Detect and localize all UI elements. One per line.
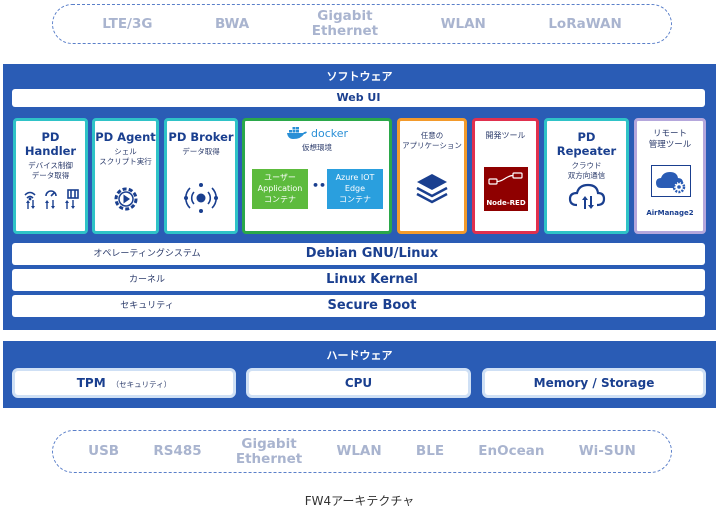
memory-storage-label: Memory / Storage [533,376,655,390]
io-gigabit-ethernet: Gigabit Ethernet [235,435,303,467]
memory-storage-box: Memory / Storage [482,368,706,398]
network-lorawan: LoRaWAN [548,15,622,32]
pd-handler-sub: デバイス制御 データ取得 [28,161,73,180]
network-bwa: BWA [214,15,250,32]
tpm-label: TPM [76,376,106,390]
kernel-layer-value: Linux Kernel [326,272,418,287]
apps-sub: 任意の アプリケーション [402,131,462,150]
azure-iot-edge-container: Azure IOT Edge コンテナ [327,169,383,209]
pd-repeater-title: PD Repeater [556,130,617,158]
pd-broker-card: PD Broker データ取得 [164,118,238,234]
network-wlan: WLAN [440,15,486,32]
io-usb: USB [88,443,120,459]
airmanage-tile [651,165,691,197]
cpu-box: CPU [246,368,471,398]
io-wlan: WLAN [336,443,382,459]
node-red-flow-icon [488,172,523,185]
os-layer-value: Debian GNU/Linux [305,246,439,261]
kernel-layer: カーネル Linux Kernel [12,269,705,291]
node-red-tile: Node-RED [484,167,528,211]
pd-broker-sub: データ取得 [182,147,220,156]
remote-management-card: リモート 管理ツール AirManage2 [634,118,706,234]
airmanage-label: AirManage2 [646,209,694,217]
device-control-icons [23,189,79,209]
pd-broker-title: PD Broker [168,130,234,144]
airmanage-cloud-gear-icon [655,172,685,194]
cpu-label: CPU [344,376,373,390]
io-enocean: EnOcean [478,443,545,459]
io-wi-sun: Wi-SUN [578,443,636,459]
bottom-network-row: USB RS485 Gigabit Ethernet WLAN BLE EnOc… [52,430,672,473]
network-lte: LTE/3G [102,15,153,32]
pd-agent-title: PD Agent [95,130,156,144]
docker-sub: 仮想環境 [302,143,332,152]
security-layer-value: Secure Boot [327,298,417,313]
container-separator-dots: •• [311,179,327,192]
os-layer: オペレーティングシステム Debian GNU/Linux [12,243,705,265]
io-ble: BLE [415,443,445,459]
hardware-title: ハードウェア [326,349,393,362]
tpm-box: TPM （セキュリティ） [12,368,236,398]
pd-handler-title: PD Handler [24,130,77,158]
docker-card: docker 仮想環境 ユーザー Application コンテナ •• Azu… [242,118,392,234]
devtools-card: 開発ツール Node-RED [472,118,539,234]
docker-whale-icon [286,127,307,139]
security-layer-label: セキュリティ [120,301,174,311]
software-title: ソフトウェア [326,70,393,83]
pd-repeater-sub: クラウド 双方向通信 [567,161,606,180]
cloud-sync-icon [568,183,605,209]
broker-signal-icon [184,183,218,213]
remote-management-title: リモート 管理ツール [648,129,692,150]
security-layer: セキュリティ Secure Boot [12,295,705,317]
pd-repeater-card: PD Repeater クラウド 双方向通信 [544,118,629,234]
pd-agent-sub: シェル スクリプト実行 [99,147,152,166]
pd-agent-card: PD Agent シェル スクリプト実行 [92,118,159,234]
node-red-label: Node-RED [486,199,526,207]
script-gear-icon [114,187,137,211]
io-rs485: RS485 [153,443,202,459]
layers-icon [416,174,448,204]
docker-logo-text: docker [310,126,349,140]
apps-card: 任意の アプリケーション [397,118,467,234]
figure-caption: FW4アーキテクチャ [304,494,415,508]
kernel-layer-label: カーネル [128,275,165,285]
pd-handler-card: PD Handler デバイス制御 データ取得 [13,118,88,234]
tpm-note: （セキュリティ） [111,380,172,389]
top-network-row: LTE/3G BWA Gigabit Ethernet WLAN LoRaWAN [52,4,672,44]
web-ui-bar: Web UI [12,89,705,107]
user-application-container: ユーザー Application コンテナ [252,169,308,209]
devtools-sub: 開発ツール [485,131,526,140]
os-layer-label: オペレーティングシステム [93,249,201,259]
network-gigabit-ethernet: Gigabit Ethernet [311,8,379,39]
